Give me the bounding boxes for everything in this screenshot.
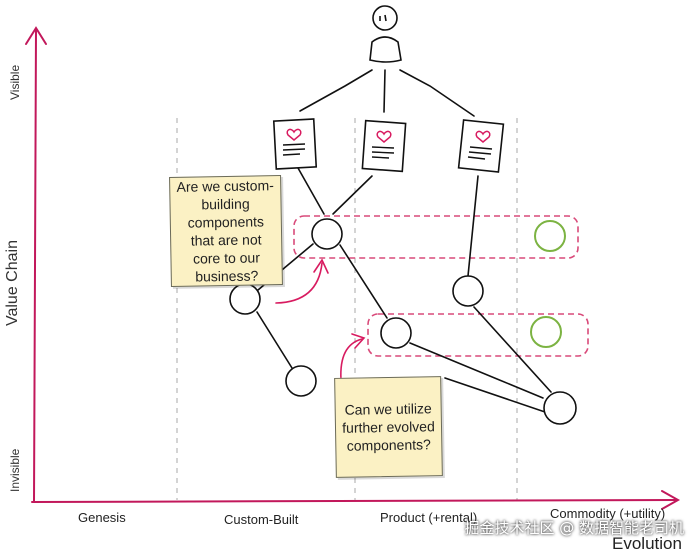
link-user-card2: [383, 69, 386, 113]
x-axis: [31, 499, 677, 503]
note-further-evolved: Can we utilize further evolved component…: [334, 376, 443, 478]
highlight-box-upper: [293, 215, 579, 259]
link-card1-c1: [297, 167, 325, 215]
components: [229, 218, 577, 425]
component-node: [452, 275, 484, 307]
watermark: 掘金技术社区 @ 数据智能老司机: [464, 519, 684, 537]
need-card-2: [361, 119, 407, 173]
link-c3-c6: [473, 306, 552, 393]
stage-label-commodity: Commodity (+utility): [550, 506, 666, 521]
heart-icon: [376, 130, 392, 143]
component-node: [311, 218, 343, 250]
stage-label-product: Product (+rental): [380, 510, 478, 525]
need-card-3: [457, 119, 505, 173]
axes: [25, 26, 681, 510]
arrow-to-lower-box-head: [351, 333, 366, 349]
arrow-to-upper-box: [275, 262, 323, 304]
y-axis-arrowhead: [25, 26, 47, 45]
link-c6-note: [444, 377, 546, 413]
y-axis-title: Value Chain: [4, 240, 21, 326]
highlight-box-lower: [367, 313, 589, 357]
need-card-1: [272, 118, 318, 170]
link-user-card3: [399, 69, 475, 117]
link-user-card1: [299, 69, 373, 112]
component-node: [543, 391, 577, 425]
component-node-evolved: [530, 316, 562, 348]
heart-icon: [475, 130, 491, 143]
link-card3-c3: [467, 175, 479, 277]
link-c4-c6: [409, 342, 544, 399]
component-node: [285, 365, 317, 397]
pink-arrows: [275, 258, 366, 381]
component-node: [229, 283, 261, 315]
link-c2-c5: [256, 311, 293, 369]
component-node-evolved: [534, 220, 566, 252]
stage-label-custom-built: Custom-Built: [224, 512, 299, 527]
arrow-to-lower-box: [340, 338, 363, 381]
link-c1-c4: [339, 244, 388, 319]
x-axis-title: Evolution: [612, 534, 682, 553]
stage-label-genesis: Genesis: [78, 510, 126, 525]
y-axis-bottom-label: Invisible: [8, 448, 22, 492]
note-custom-building: Are we custom-building components that a…: [169, 175, 283, 287]
dependency-links: [256, 69, 552, 413]
y-axis: [33, 29, 37, 503]
y-axis-top-label: Visible: [8, 64, 22, 100]
highlight-boxes: [293, 215, 589, 357]
component-node: [380, 317, 412, 349]
link-card2-c1: [332, 175, 373, 215]
user-icon: [369, 5, 402, 63]
arrow-to-upper-box-head: [313, 258, 329, 274]
heart-icon: [286, 128, 302, 141]
x-axis-arrowhead: [661, 490, 681, 510]
